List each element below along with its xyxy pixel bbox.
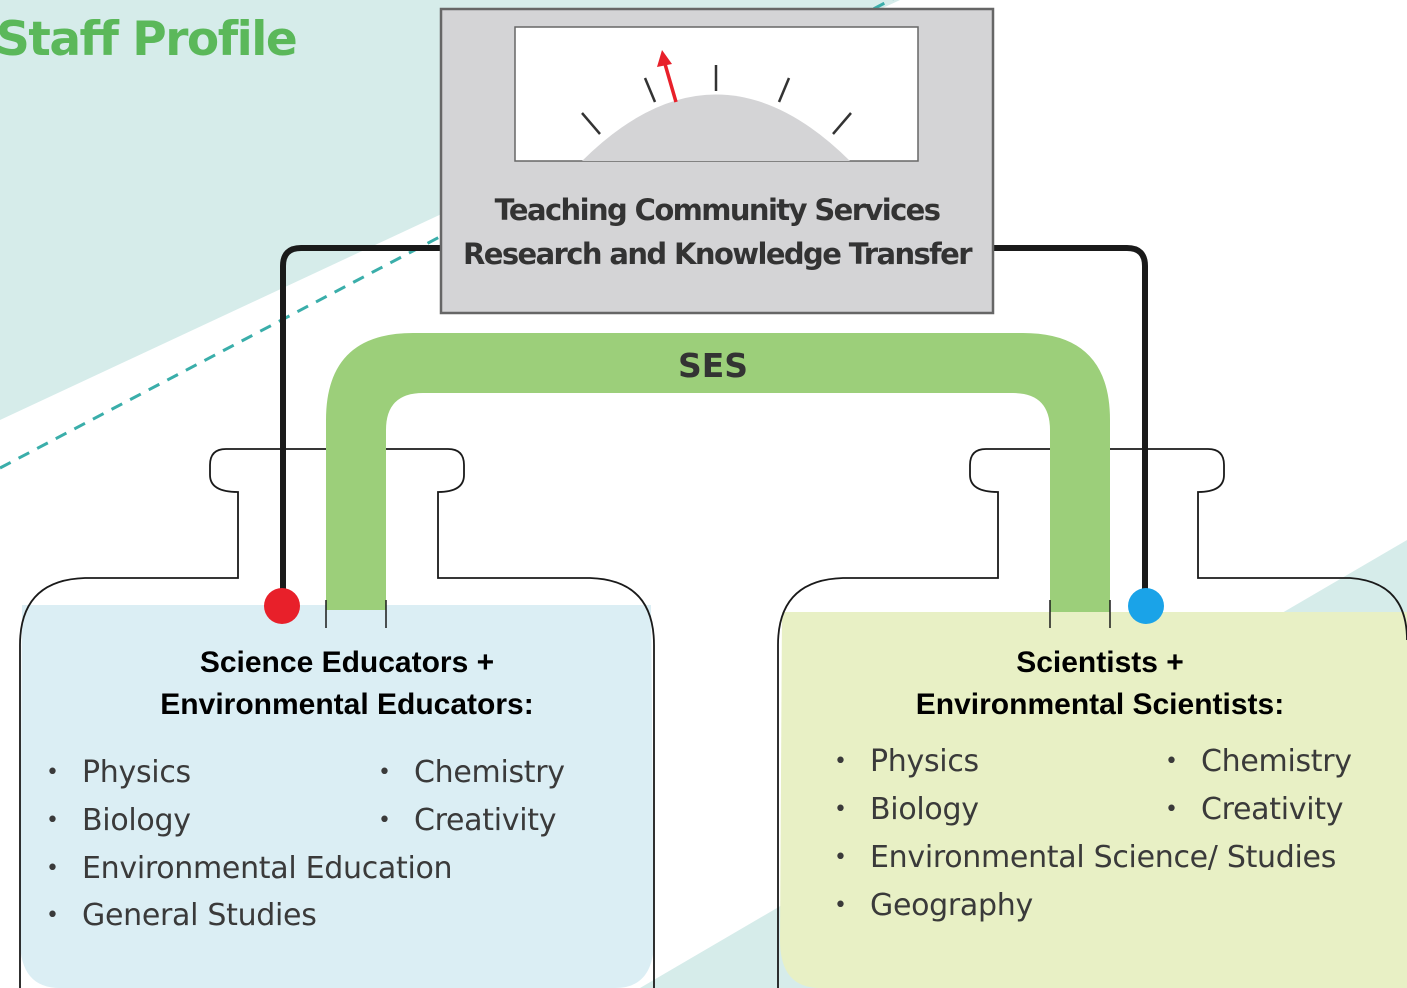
list-item: Creativity [1165, 790, 1344, 830]
list-item: Physics [834, 742, 979, 782]
meter-needle [657, 50, 678, 103]
left-status-dot [264, 588, 300, 624]
list-item: Biology [834, 790, 979, 830]
page-title: Staff Profile [0, 12, 298, 67]
list-item: Biology [46, 801, 191, 841]
meter-caption-line: Research and Knowledge Transfer [463, 237, 972, 271]
meter-caption: Teaching Community Services Research and… [442, 188, 992, 276]
ses-bridge [326, 333, 1110, 612]
right-flask-title-line: Environmental Scientists: [915, 688, 1285, 721]
list-item: Environmental Science/ Studies [834, 838, 1336, 878]
left-flask-title: Science Educators + Environmental Educat… [22, 642, 672, 726]
list-item: Chemistry [1165, 742, 1352, 782]
left-flask-title-line: Environmental Educators: [160, 688, 534, 721]
right-flask-title-line: Scientists + [1016, 646, 1184, 679]
list-item: Geography [834, 886, 1033, 926]
right-wire [992, 245, 1148, 606]
bridge-label: SES [677, 346, 749, 385]
left-flask-fill [20, 605, 654, 988]
meter-ticks [581, 65, 852, 135]
right-flask-title: Scientists + Environmental Scientists: [792, 642, 1407, 726]
list-item: Creativity [378, 801, 557, 841]
right-flask-outline [777, 448, 1407, 988]
meter-dial [582, 94, 850, 161]
meter-caption-line: Teaching Community Services [494, 193, 941, 227]
right-status-dot [1128, 588, 1164, 624]
list-item: General Studies [46, 896, 317, 936]
list-item: Chemistry [378, 753, 565, 793]
left-wire [280, 245, 442, 606]
list-item: Physics [46, 753, 191, 793]
list-item: Environmental Education [46, 849, 453, 889]
left-flask-title-line: Science Educators + [199, 646, 495, 679]
